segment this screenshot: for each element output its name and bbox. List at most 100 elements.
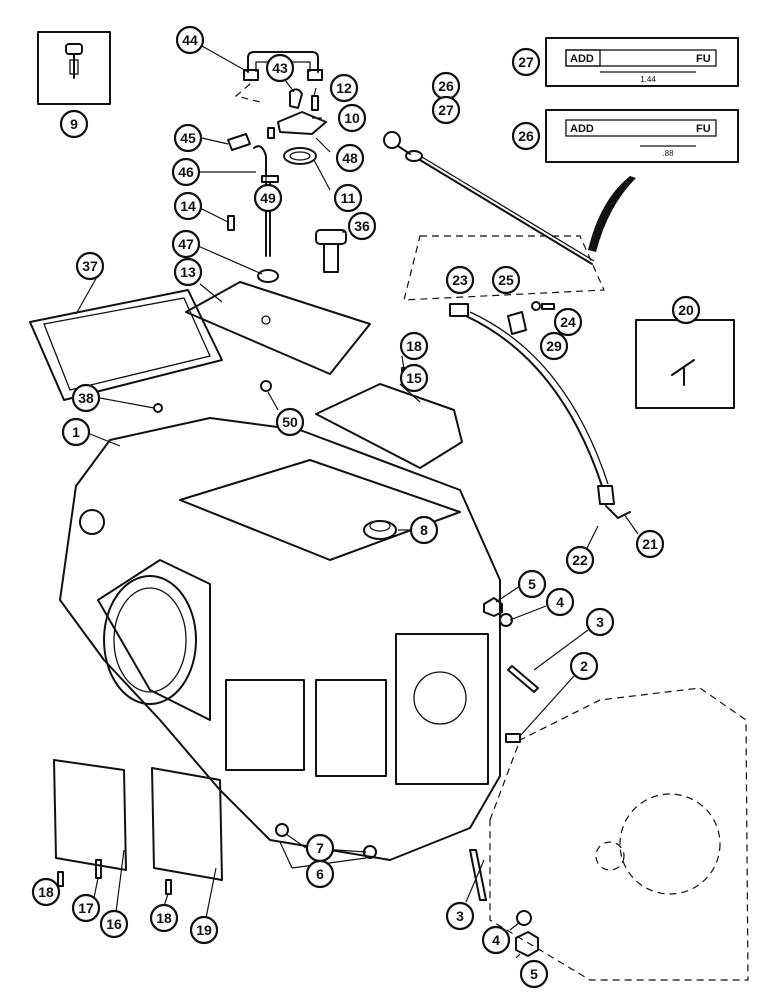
bolt-18-left xyxy=(57,871,64,887)
stud-3-upper xyxy=(507,665,539,693)
svg-text:14: 14 xyxy=(180,198,196,214)
svg-text:20: 20 xyxy=(678,302,694,318)
svg-text:11: 11 xyxy=(341,190,356,206)
nut-5-lower xyxy=(515,931,539,957)
callout-21: 21 xyxy=(635,529,665,559)
callout-14: 14 xyxy=(173,191,203,221)
callout-25: 25 xyxy=(491,265,521,295)
bolt-17 xyxy=(95,859,102,879)
svg-text:5: 5 xyxy=(528,576,536,592)
callout-23: 23 xyxy=(445,265,475,295)
plug-50 xyxy=(260,380,272,392)
grommet-47 xyxy=(257,269,279,283)
callout-16: 16 xyxy=(99,909,129,939)
callout-49: 49 xyxy=(253,183,283,213)
svg-text:10: 10 xyxy=(344,110,360,126)
callout-26-card: 26 xyxy=(511,121,541,151)
svg-text:4: 4 xyxy=(556,594,564,610)
svg-text:26: 26 xyxy=(518,128,534,144)
callout-44: 44 xyxy=(175,25,205,55)
gauge-add-label-upper: ADD xyxy=(570,53,594,65)
svg-text:1: 1 xyxy=(72,424,80,440)
svg-text:22: 22 xyxy=(572,552,588,568)
callout-20: 20 xyxy=(671,295,701,325)
callout-2: 2 xyxy=(569,651,599,681)
breather-tube xyxy=(449,303,631,519)
callout-38: 38 xyxy=(71,383,101,413)
callout-5-lower: 5 xyxy=(519,959,549,989)
svg-text:3: 3 xyxy=(596,614,604,630)
svg-text:13: 13 xyxy=(180,264,196,280)
svg-text:26: 26 xyxy=(438,78,454,94)
gauge-dimension-lower: .88 xyxy=(662,149,674,158)
side-cover-16 xyxy=(53,759,127,871)
svg-text:17: 17 xyxy=(78,900,94,916)
callout-50: 50 xyxy=(275,407,305,437)
callout-36: 36 xyxy=(347,211,377,241)
svg-text:25: 25 xyxy=(498,272,514,288)
callout-6: 6 xyxy=(305,859,335,889)
svg-text:46: 46 xyxy=(178,164,194,180)
callout-10: 10 xyxy=(337,103,367,133)
callout-37: 37 xyxy=(75,251,105,281)
callout-45: 45 xyxy=(173,123,203,153)
svg-text:3: 3 xyxy=(456,908,464,924)
plug-7a xyxy=(275,823,289,837)
callout-18-left: 18 xyxy=(31,877,61,907)
svg-text:2: 2 xyxy=(580,658,588,674)
bolt-14 xyxy=(227,215,235,231)
svg-text:18: 18 xyxy=(406,338,422,354)
dipstick-dashed-outline xyxy=(403,235,605,301)
svg-text:38: 38 xyxy=(78,390,94,406)
callout-8: 8 xyxy=(409,515,439,545)
washer-4-upper xyxy=(499,613,513,627)
svg-text:7: 7 xyxy=(316,840,324,856)
gasket-37 xyxy=(29,289,223,401)
callout-18-top: 18 xyxy=(399,331,429,361)
cover-plate-13 xyxy=(185,281,371,375)
callout-15: 15 xyxy=(399,363,429,393)
gauge-pointer xyxy=(588,176,636,252)
svg-text:21: 21 xyxy=(642,536,658,552)
svg-text:50: 50 xyxy=(282,414,298,430)
svg-text:43: 43 xyxy=(272,60,288,76)
callout-9: 9 xyxy=(59,109,89,139)
callout-7: 7 xyxy=(305,833,335,863)
svg-text:5: 5 xyxy=(530,966,538,982)
svg-text:8: 8 xyxy=(420,522,428,538)
bolt-24 xyxy=(541,303,555,310)
cover-plate-15 xyxy=(315,367,463,469)
svg-text:6: 6 xyxy=(316,866,324,882)
svg-text:23: 23 xyxy=(452,272,468,288)
callout-24: 24 xyxy=(553,307,583,337)
washer-25 xyxy=(531,301,541,311)
gauge-add-label-lower: ADD xyxy=(570,123,594,135)
gauge-card-lower: ADD FU .88 xyxy=(545,109,739,163)
svg-text:15: 15 xyxy=(406,370,422,386)
svg-text:45: 45 xyxy=(180,130,196,146)
washer-4-lower xyxy=(516,910,532,926)
callout-17: 17 xyxy=(71,893,101,923)
stud-3-lower xyxy=(469,849,487,901)
callout-46: 46 xyxy=(171,157,201,187)
svg-text:48: 48 xyxy=(342,150,358,166)
svg-text:36: 36 xyxy=(354,218,370,234)
svg-text:16: 16 xyxy=(106,916,122,932)
callout-11: 11 xyxy=(333,183,363,213)
inset-tee-fitting-box xyxy=(635,319,735,409)
gauge-dimension-upper: 1.44 xyxy=(640,75,656,84)
callout-4-lower: 4 xyxy=(481,925,511,955)
clutch-housing-outline xyxy=(489,687,749,981)
svg-text:12: 12 xyxy=(336,80,352,96)
svg-text:9: 9 xyxy=(70,116,78,132)
svg-text:24: 24 xyxy=(560,314,576,330)
gauge-full-label-lower: FU xyxy=(696,123,711,135)
plug-8 xyxy=(363,520,397,540)
dipstick xyxy=(383,131,595,265)
pin-2 xyxy=(505,733,521,743)
gauge-full-label-upper: FU xyxy=(696,53,711,65)
callout-5-upper: 5 xyxy=(517,569,547,599)
callout-4-upper: 4 xyxy=(545,587,575,617)
callout-43: 43 xyxy=(265,53,295,83)
